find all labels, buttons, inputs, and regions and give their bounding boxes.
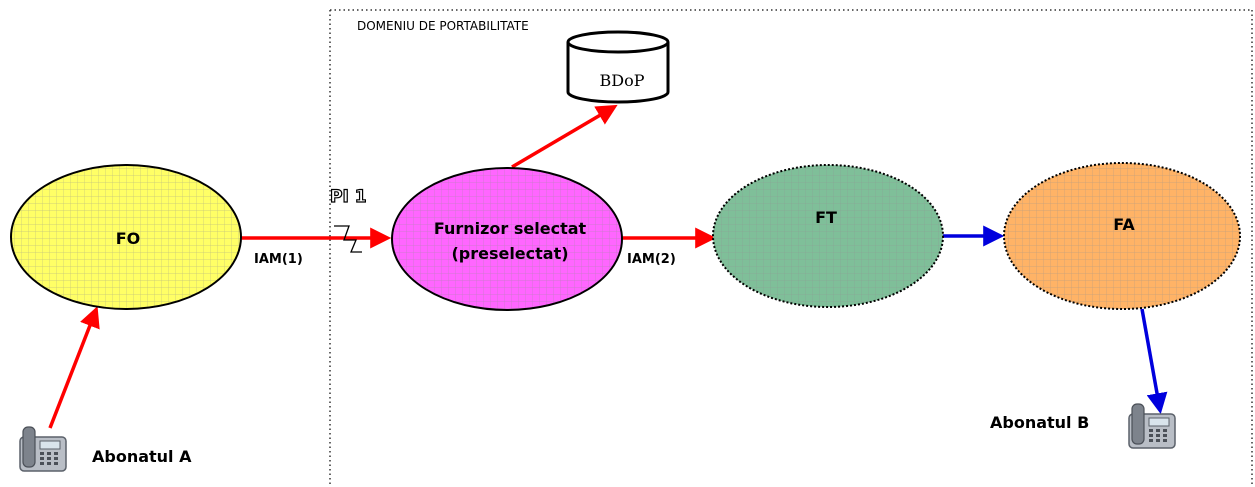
node-fa-label: FA	[1113, 215, 1135, 234]
phone-icon-abonat-b	[1128, 403, 1176, 449]
arrow-furnizor-to-bdop	[511, 104, 618, 169]
signal-iam2-label: IAM(2)	[627, 252, 676, 267]
node-furnizor-selectat	[391, 167, 623, 311]
bdop-database	[566, 30, 670, 104]
bdop-label: BDoP	[600, 71, 645, 90]
domain-label: DOMENIU DE PORTABILITATE	[357, 19, 529, 33]
subscriber-b-label: Abonatul B	[990, 413, 1089, 432]
node-ft-label: FT	[815, 208, 837, 227]
pi1-squiggle	[334, 225, 362, 253]
subscriber-a-label: Abonatul A	[92, 447, 192, 466]
signal-iam1-label: IAM(1)	[254, 252, 303, 267]
node-furnizor-label-line1: Furnizor selectat	[434, 219, 587, 238]
node-fo-label: FO	[116, 229, 141, 248]
arrow-abonat-a-to-fo	[48, 306, 100, 429]
node-ft	[712, 164, 944, 308]
node-fa	[1003, 162, 1241, 310]
signal-pi1-label: PI 1	[330, 187, 367, 207]
phone-icon-abonat-a	[19, 426, 67, 472]
node-furnizor-label-line2: (preselectat)	[451, 244, 568, 263]
node-fo	[10, 164, 242, 310]
arrow-fa-to-abonat-b	[1140, 308, 1168, 415]
portability-domain-boundary	[329, 9, 1253, 487]
